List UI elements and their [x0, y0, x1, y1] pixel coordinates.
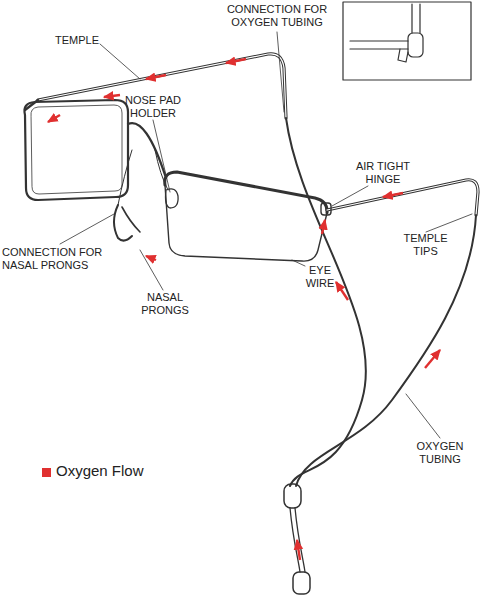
leader-line	[277, 32, 284, 112]
part-label: OXYGEN TUBING	[410, 440, 470, 465]
leader-line	[60, 214, 114, 244]
nose-pad-arm	[118, 150, 132, 205]
oxygen-tubing	[290, 508, 305, 572]
inset-frame	[343, 2, 471, 80]
flow-arrow	[146, 75, 166, 79]
flow-arrow	[336, 282, 348, 300]
nasal-prong	[122, 207, 140, 232]
flow-arrow	[146, 256, 156, 260]
part-label: CONNECTION FOR NASAL PRONGS	[2, 246, 112, 271]
legend-text: Oxygen Flow	[56, 462, 144, 479]
leader-line	[332, 186, 368, 206]
oxygen-tubing	[296, 215, 476, 486]
leader-line	[140, 250, 163, 290]
leader-line	[100, 44, 140, 79]
right-eye-wire	[165, 172, 327, 213]
part-label: TEMPLE TIPS	[398, 232, 453, 257]
near-temple-core	[327, 180, 478, 215]
part-label: NOSE PAD HOLDER	[118, 94, 188, 119]
flow-arrow	[322, 220, 325, 234]
part-label: NASAL PRONGS	[135, 291, 195, 316]
nose-pad	[166, 189, 179, 208]
leader-line	[292, 260, 305, 266]
tubing-connector	[293, 572, 310, 594]
flow-arrow	[297, 540, 300, 560]
flow-arrow	[104, 95, 120, 97]
left-lens-rim	[24, 100, 128, 200]
inset-hinge-tab	[398, 49, 408, 62]
left-lens	[31, 105, 122, 194]
part-label: TEMPLE	[55, 34, 115, 47]
part-label: CONNECTION FOR OXYGEN TUBING	[222, 3, 332, 28]
leader-line	[406, 394, 440, 438]
inset-tube	[350, 41, 408, 49]
oxygen-tubing	[286, 118, 366, 486]
right-lens-rim	[165, 185, 327, 261]
flow-arrow	[383, 193, 403, 197]
flow-arrow	[425, 350, 440, 368]
near-temple	[327, 180, 478, 215]
inset-tube	[412, 4, 420, 33]
air-tight-hinge	[321, 203, 331, 215]
leader-line	[426, 214, 472, 232]
leader-line	[153, 120, 170, 192]
part-label: AIR TIGHT HINGE	[348, 160, 418, 185]
flow-arrow	[226, 59, 246, 63]
legend-swatch	[42, 468, 51, 477]
part-label: EYE WIRE	[300, 264, 340, 289]
tubing-slider	[284, 484, 301, 508]
flow-arrow	[48, 115, 60, 122]
inset-hinge	[408, 33, 423, 57]
